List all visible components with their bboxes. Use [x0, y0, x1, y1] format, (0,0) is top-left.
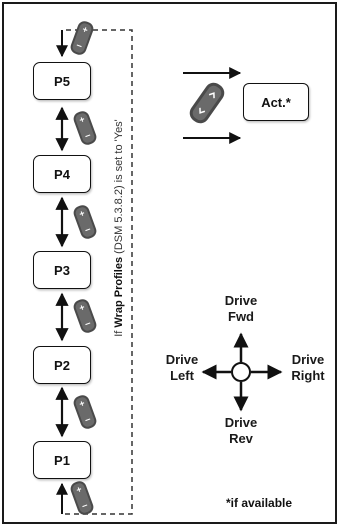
switch-icon: [71, 393, 99, 431]
actuator-switch-icon: [189, 82, 225, 124]
actuator-box: Act.*: [243, 83, 309, 121]
joystick-icon: [231, 362, 251, 382]
profile-box-p1: P1: [33, 441, 91, 479]
switch-icon: [68, 479, 96, 517]
profile-box-p5: P5: [33, 62, 91, 100]
switch-icon: [68, 19, 96, 57]
drive-forward-label: Drive Fwd: [224, 293, 258, 324]
footnote: *if available: [226, 496, 293, 510]
drive-left-label: Drive Left: [165, 352, 199, 383]
profile-box-p2: P2: [33, 346, 91, 384]
wrap-profiles-note: If Wrap Profiles (DSM 5.3.8.2) is set to…: [113, 119, 125, 337]
switch-icon: [71, 203, 99, 241]
profile-box-p3: P3: [33, 251, 91, 289]
profile-box-p4: P4: [33, 155, 91, 193]
switch-icon: [71, 297, 99, 335]
drive-reverse-label: Drive Rev: [224, 415, 258, 446]
drive-right-label: Drive Right: [291, 352, 325, 383]
switch-icon: [71, 109, 99, 147]
